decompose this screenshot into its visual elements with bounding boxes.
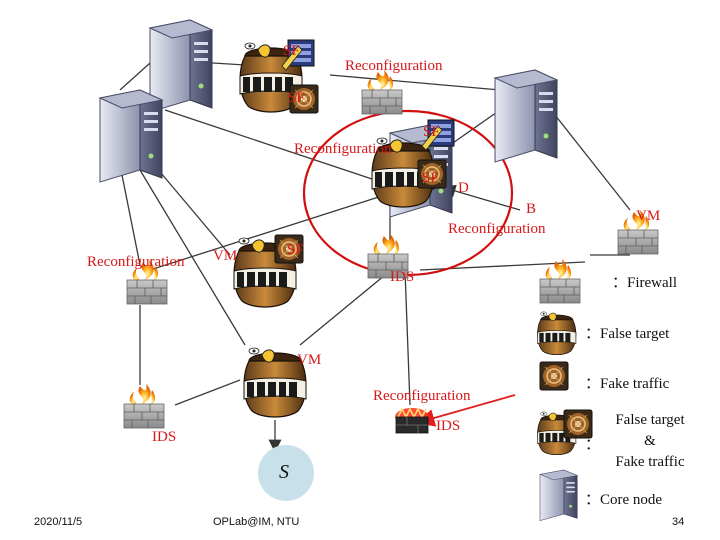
link-topright-firewall-right xyxy=(554,114,631,211)
ids-label-left: IDS xyxy=(152,429,177,445)
firewall-top xyxy=(361,69,403,115)
node-b-label: B xyxy=(526,201,537,217)
sf-label-center-traffic: SF xyxy=(422,170,439,186)
link-center-topright xyxy=(449,109,501,146)
reconfiguration-label-b: Reconfiguration xyxy=(448,221,546,237)
legend-fake-traffic: ：Fake traffic xyxy=(585,376,670,392)
ids-label-center: IDS xyxy=(390,269,415,285)
legend-false-target: ：False target xyxy=(585,326,670,342)
firewall-legend xyxy=(539,258,581,304)
link-ids-center-right xyxy=(404,269,411,406)
core-node-top-left xyxy=(149,19,213,113)
node-s-label: S xyxy=(279,461,289,483)
link-leftcore-honeypot-left xyxy=(149,159,231,256)
node-d-label: D xyxy=(458,180,469,196)
vm-label-bottom: VM xyxy=(297,352,322,368)
legend-combo-text: False target & Fake traffic xyxy=(600,410,700,473)
sf-label-left: SF xyxy=(287,242,304,258)
link-honeypot-top-topright xyxy=(329,74,501,91)
traffic-icon-legend xyxy=(539,361,569,391)
sf-label-center: SF xyxy=(423,124,440,140)
core-node-legend xyxy=(539,469,578,521)
link-ids-center-honeypot-bottom xyxy=(299,274,386,346)
legend-combo-line1: False target xyxy=(615,412,685,428)
link-topleft-center xyxy=(164,109,376,181)
reconfiguration-label-bottom: Reconfiguration xyxy=(373,388,471,404)
core-node-left xyxy=(99,89,163,183)
link-b-d xyxy=(442,184,521,211)
link-leftcore-honeypot-bottom xyxy=(139,169,246,346)
footer-org: OPLab@IM, NTU xyxy=(213,516,300,528)
link-leftcore-leftfw xyxy=(119,164,141,266)
link-ids-left-honeypot-bottom xyxy=(174,379,241,406)
legend-combo-colon: ： xyxy=(585,437,601,453)
legend-firewall: ：Firewall xyxy=(612,275,677,291)
legend-core-node: ：Core node xyxy=(585,492,663,508)
footer-date: 2020/11/5 xyxy=(34,516,83,528)
reconfiguration-label-left: Reconfiguration xyxy=(87,254,185,270)
sf-label-top: SF xyxy=(283,43,300,59)
attack-arrow xyxy=(416,394,516,427)
vm-label-left: VM xyxy=(213,248,238,264)
vm-label-right: VM xyxy=(636,208,661,224)
reconfiguration-label-top: Reconfiguration xyxy=(345,58,443,74)
link-center-leftfw xyxy=(149,194,386,271)
footer-page: 34 xyxy=(672,516,685,528)
sf-label-top-traffic: SF xyxy=(288,90,305,106)
firewall-bottom-left xyxy=(123,383,165,429)
ids-label-right: IDS xyxy=(436,418,461,434)
legend-combo-line2: & xyxy=(644,433,656,449)
honeypot-legend-false xyxy=(537,311,577,356)
node-s-circle xyxy=(258,445,314,501)
core-node-top-right xyxy=(494,69,558,163)
reconfiguration-label-center: Reconfiguration xyxy=(294,141,392,157)
ids-icon-center xyxy=(394,407,430,434)
legend-combo-line3: Fake traffic xyxy=(615,454,685,470)
